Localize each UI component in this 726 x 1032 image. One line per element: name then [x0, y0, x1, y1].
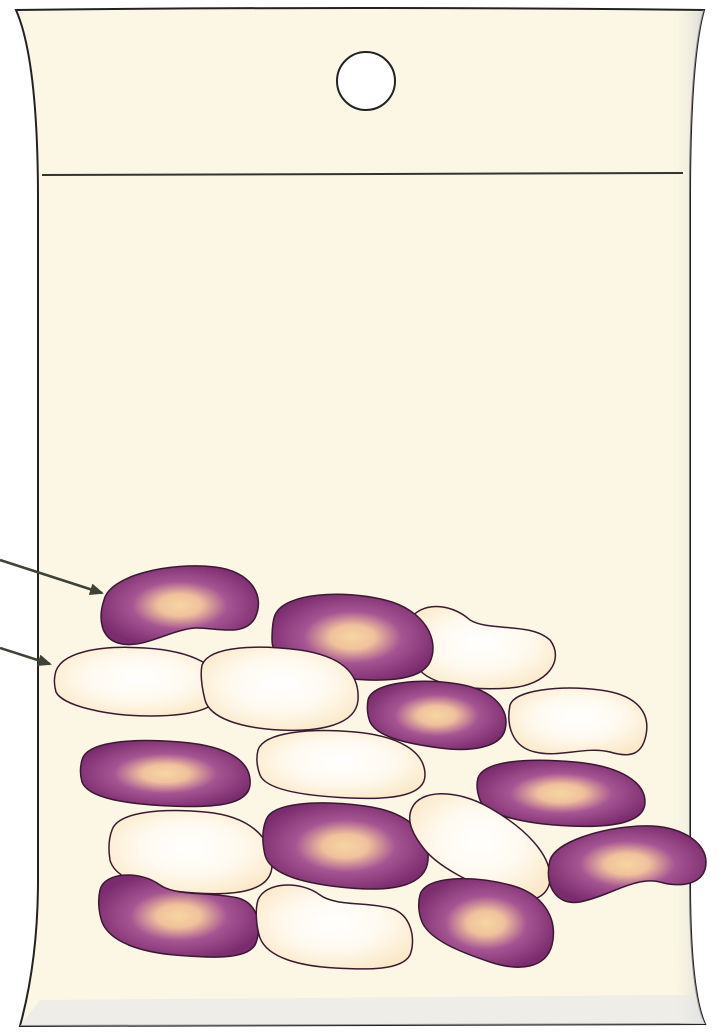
- hang-hole: [337, 52, 395, 110]
- white-bean: [509, 688, 647, 755]
- bag-bottom-shadow: [20, 995, 705, 1026]
- white-bean: [201, 647, 358, 730]
